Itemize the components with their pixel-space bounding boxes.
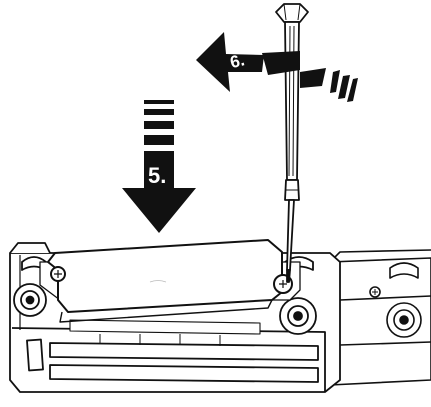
step6-label: 6. [228,50,246,72]
step6-arrow [196,32,358,102]
step5-arrow [122,100,196,233]
adjacent-module [329,249,431,386]
screwdriver [275,3,309,283]
step5-label: 5. [148,163,166,188]
